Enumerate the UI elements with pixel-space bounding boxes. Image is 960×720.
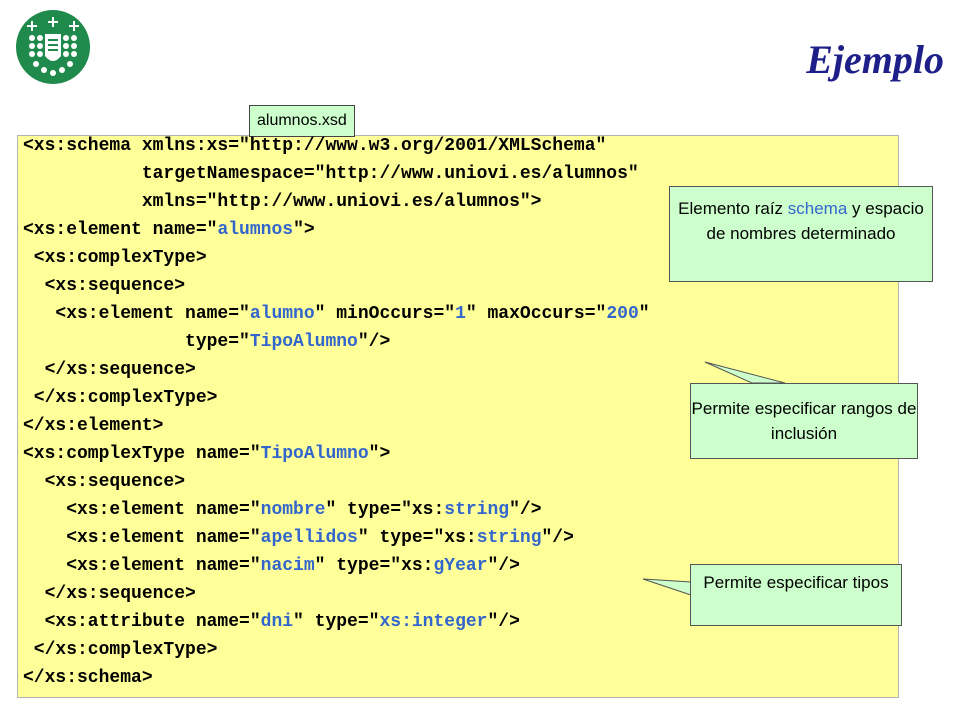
code-text: <xs:sequence> [23,472,186,492]
code-value: gYear [433,556,488,576]
code-line: <xs:attribute name="dni" type="xs:intege… [23,608,650,636]
code-text: <xs:complexType name=" [23,444,261,464]
code-text: <xs:element name=" [23,304,250,324]
code-value: apellidos [260,528,358,548]
code-text: " type="xs: [325,500,445,520]
code-value: nombre [260,500,326,520]
code-text: </xs:sequence> [23,360,196,380]
callout-ranges: Permite especificar rangos de inclusión [690,383,918,459]
code-text: <xs:element name=" [23,220,218,240]
callout-types: Permite especificar tipos [690,564,902,626]
code-line: <xs:element name="nacim" type="xs:gYear"… [23,552,650,580]
code-text: "> [293,220,315,240]
code-text: <xs:complexType> [23,248,207,268]
code-text: "/> [509,500,542,520]
code-line: <xs:schema xmlns:xs="http://www.w3.org/2… [23,132,650,160]
code-text: type=" [23,332,250,352]
code-value: string [444,500,510,520]
code-text: </xs:element> [23,416,164,436]
callout-root-element: Elemento raíz schema y espacio de nombre… [669,186,933,282]
code-text: <xs:element name=" [23,528,261,548]
code-text: "> [368,444,391,464]
callout-tail-ranges [704,361,786,384]
code-text: targetNamespace="http://www.uniovi.es/al… [23,164,639,184]
code-value: alumno [249,304,315,324]
code-line: </xs:complexType> [23,636,650,664]
code-line: <xs:complexType> [23,244,650,272]
code-text: " type="xs: [314,556,434,576]
code-text: "/> [541,528,574,548]
code-line: </xs:sequence> [23,580,650,608]
code-value: string [476,528,542,548]
code-text: "/> [487,612,520,632]
code-text: </xs:complexType> [23,640,218,660]
code-line: </xs:schema> [23,664,650,692]
callout-root-before: Elemento raíz [678,199,788,218]
code-value: TipoAlumno [260,444,369,464]
code-text: "/> [487,556,520,576]
code-text: </xs:sequence> [23,584,196,604]
code-text: <xs:element name=" [23,556,261,576]
xsd-code-block: <xs:schema xmlns:xs="http://www.w3.org/2… [23,132,650,692]
code-line: xmlns="http://www.uniovi.es/alumnos"> [23,188,650,216]
code-text: <xs:attribute name=" [23,612,261,632]
code-line: <xs:element name="alumno" minOccurs="1" … [23,300,650,328]
code-value: nacim [260,556,315,576]
file-name-label: alumnos.xsd [249,105,355,137]
code-line: type="TipoAlumno"/> [23,328,650,356]
callout-root-after: y espacio de nombres determinado [706,199,924,243]
code-text: " type=" [293,612,380,632]
code-value: TipoAlumno [249,332,358,352]
code-line: <xs:sequence> [23,468,650,496]
code-value: 1 [455,304,466,324]
code-line: <xs:element name="alumnos"> [23,216,650,244]
code-value: xs:integer [379,612,488,632]
code-line: targetNamespace="http://www.uniovi.es/al… [23,160,650,188]
callout-tail-types [642,578,692,596]
code-text: <xs:element name=" [23,500,261,520]
code-text: <xs:schema xmlns:xs="http://www.w3.org/2… [23,136,607,156]
code-text: </xs:complexType> [23,388,218,408]
code-text: " minOccurs=" [314,304,456,324]
university-logo [16,10,90,84]
code-line: </xs:sequence> [23,356,650,384]
code-text: " [638,304,650,324]
code-value: dni [260,612,294,632]
code-text: " maxOccurs=" [465,304,607,324]
code-line: </xs:complexType> [23,384,650,412]
code-line: <xs:complexType name="TipoAlumno"> [23,440,650,468]
code-line: <xs:element name="nombre" type="xs:strin… [23,496,650,524]
code-value: alumnos [217,220,294,240]
code-value: 200 [606,304,639,324]
code-text: "/> [357,332,391,352]
code-text: xmlns="http://www.uniovi.es/alumnos"> [23,192,542,212]
code-line: </xs:element> [23,412,650,440]
code-line: <xs:sequence> [23,272,650,300]
slide-title: Ejemplo [806,37,944,82]
callout-root-highlight: schema [787,199,848,218]
code-text: " type="xs: [357,528,477,548]
code-text: <xs:sequence> [23,276,186,296]
code-text: </xs:schema> [23,668,153,688]
code-line: <xs:element name="apellidos" type="xs:st… [23,524,650,552]
